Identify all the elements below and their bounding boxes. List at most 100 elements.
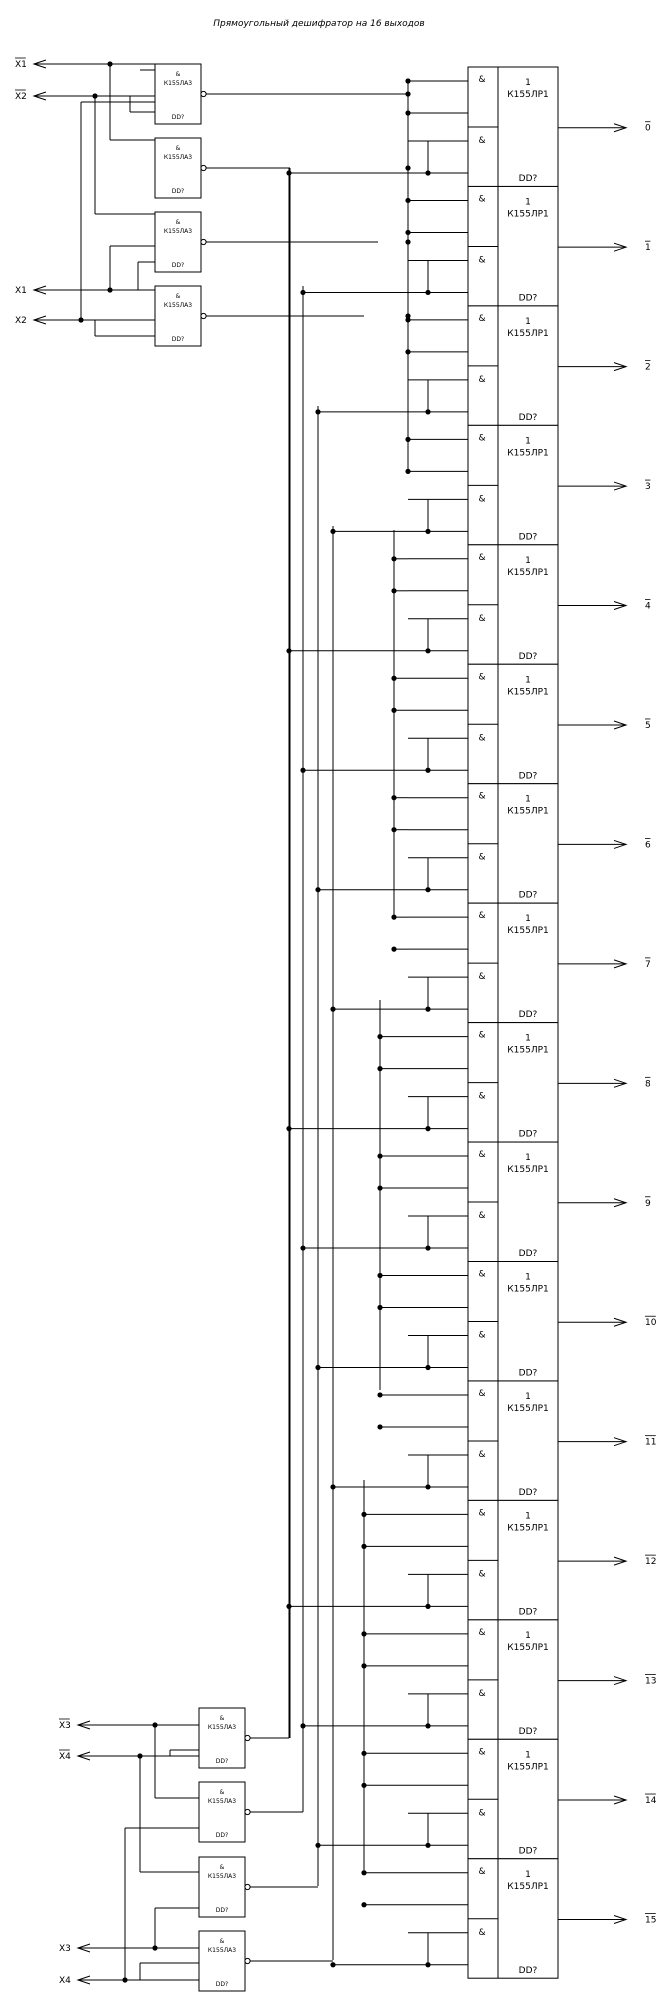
junction-dot bbox=[330, 1006, 336, 1012]
arrowhead bbox=[613, 1795, 628, 1805]
inversion-bubble bbox=[244, 1808, 251, 1816]
arrowhead bbox=[613, 1317, 628, 1327]
chip-part-label: К155ЛР1 bbox=[507, 687, 549, 697]
gate-symbol: & bbox=[176, 219, 181, 226]
and-symbol: & bbox=[478, 433, 485, 443]
chip-part-label: К155ЛР1 bbox=[507, 807, 549, 817]
arrowhead bbox=[613, 839, 628, 849]
and-symbol: & bbox=[478, 853, 485, 863]
and-symbol: & bbox=[478, 1450, 485, 1460]
junction-dot bbox=[137, 1753, 143, 1759]
and-symbol: & bbox=[478, 1211, 485, 1221]
junction-dot bbox=[330, 528, 336, 534]
arrowhead bbox=[76, 1943, 91, 1953]
chip-ref-label: DD? bbox=[519, 771, 538, 781]
junction-dot bbox=[107, 287, 113, 293]
input-label: X3 bbox=[59, 1944, 71, 1954]
inversion-bubble bbox=[244, 1883, 251, 1891]
junction-dot bbox=[361, 1511, 367, 1517]
junction-dot bbox=[391, 795, 397, 801]
arrowhead bbox=[613, 601, 628, 610]
and-symbol: & bbox=[478, 733, 485, 743]
junction-dot bbox=[361, 1543, 367, 1549]
junction-dot bbox=[361, 1902, 367, 1908]
nand-gate bbox=[154, 63, 202, 125]
gate-part-label: К155ЛА3 bbox=[164, 302, 192, 309]
arrowhead bbox=[613, 720, 628, 730]
chip-part-label: К155ЛР1 bbox=[507, 926, 549, 936]
chip-function-label: 1 bbox=[525, 78, 531, 88]
chip-ref-label: DD? bbox=[519, 413, 538, 423]
junction-dot bbox=[377, 1066, 383, 1072]
junction-dot bbox=[425, 1126, 431, 1132]
chip-function-label: 1 bbox=[525, 1273, 531, 1283]
chip-part-label: К155ЛР1 bbox=[507, 90, 549, 100]
chip-ref-label: DD? bbox=[519, 1488, 538, 1498]
nand-gate bbox=[198, 1781, 246, 1843]
junction-dot bbox=[391, 556, 397, 562]
nand-gate bbox=[198, 1856, 246, 1918]
gate-part-label: К155ЛА3 bbox=[164, 154, 192, 161]
junction-dot bbox=[361, 1750, 367, 1756]
output-label: 4 bbox=[645, 602, 651, 612]
chip-ref-label: DD? bbox=[519, 1010, 538, 1020]
gate-part-label: К155ЛА3 bbox=[164, 80, 192, 87]
junction-dot bbox=[315, 1364, 321, 1371]
junction-dot bbox=[425, 409, 431, 415]
junction-dot bbox=[300, 767, 306, 773]
chip-part-label: К155ЛР1 bbox=[507, 1762, 549, 1772]
nand-gate bbox=[154, 211, 202, 273]
chip-part-label: К155ЛР1 bbox=[507, 1285, 549, 1295]
gate-symbol: & bbox=[220, 1864, 225, 1871]
and-symbol: & bbox=[478, 1808, 485, 1818]
junction-dot bbox=[425, 1603, 431, 1609]
output-label: 0 bbox=[645, 124, 651, 134]
input-label: X2 bbox=[15, 92, 27, 102]
gate-ref-label: DD? bbox=[172, 114, 184, 121]
chip-function-label: 1 bbox=[525, 197, 531, 207]
junction-dot bbox=[377, 1392, 383, 1398]
chip-part-label: К155ЛР1 bbox=[507, 1643, 549, 1653]
junction-dot bbox=[286, 1603, 292, 1609]
arrowhead bbox=[613, 481, 628, 491]
junction-dot bbox=[425, 767, 431, 773]
junction-dot bbox=[391, 914, 397, 920]
junction-dot bbox=[361, 1631, 367, 1637]
junction-dot bbox=[425, 528, 431, 534]
and-symbol: & bbox=[478, 1150, 485, 1160]
and-symbol: & bbox=[478, 911, 485, 921]
chip-function-label: 1 bbox=[525, 556, 531, 566]
and-symbol: & bbox=[478, 553, 485, 563]
arrowhead bbox=[32, 315, 47, 325]
junction-dot bbox=[377, 1272, 383, 1279]
junction-dot bbox=[391, 588, 397, 594]
chip-function-label: 1 bbox=[525, 675, 531, 685]
output-label: 1 bbox=[645, 243, 651, 253]
junction-dot bbox=[405, 91, 411, 97]
and-symbol: & bbox=[478, 1270, 485, 1280]
junction-dot bbox=[405, 313, 411, 319]
junction-dot bbox=[425, 887, 431, 893]
chip-function-label: 1 bbox=[525, 1750, 531, 1760]
output-label: 7 bbox=[645, 960, 651, 970]
chip-ref-label: DD? bbox=[519, 293, 538, 303]
chip-function-label: 1 bbox=[525, 436, 531, 446]
wires bbox=[32, 59, 628, 1985]
chip-part-label: К155ЛР1 bbox=[507, 1165, 549, 1175]
chip-part-label: К155ЛР1 bbox=[507, 1046, 549, 1056]
inversion-bubble bbox=[244, 1734, 251, 1742]
inversion-bubble bbox=[200, 312, 207, 320]
junction-dot bbox=[425, 1245, 431, 1251]
arrowhead bbox=[613, 1437, 628, 1447]
and-symbol: & bbox=[478, 194, 485, 204]
junction-dot bbox=[286, 170, 292, 176]
junction-dot bbox=[425, 1723, 431, 1729]
chip-ref-label: DD? bbox=[519, 1249, 538, 1259]
